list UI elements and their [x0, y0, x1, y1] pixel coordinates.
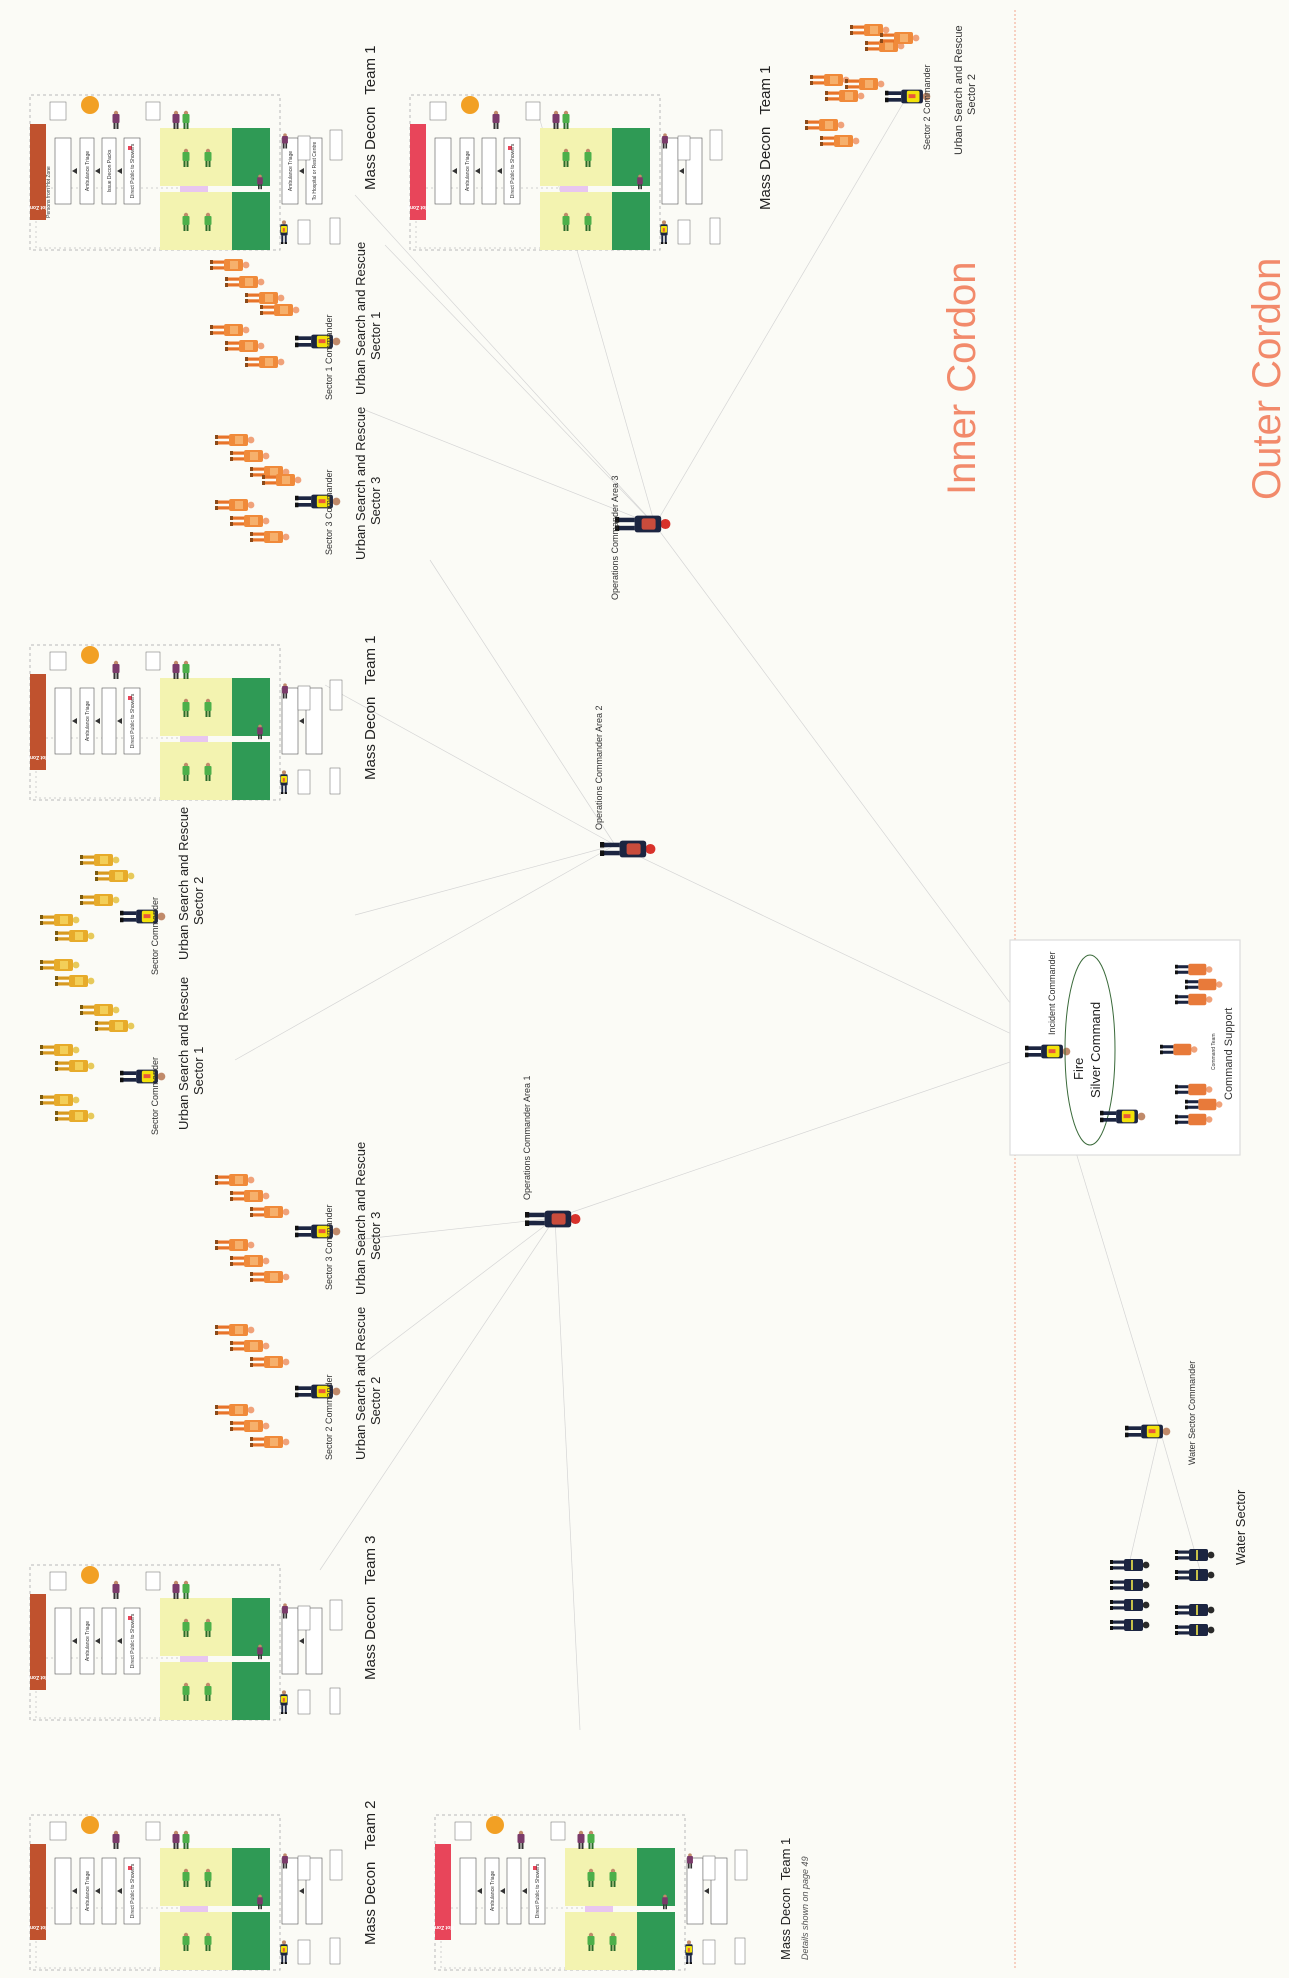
triage-label: Ambulance Triage: [85, 151, 91, 192]
mass-decon-unit-1: Persons from Hot Zone Ambulance Triage I…: [27, 95, 342, 250]
sector-commander-label: Sector Commander: [150, 897, 160, 975]
usar-sector-label: Sector 2: [966, 74, 978, 115]
direct-label: Direct Public to Showers: [535, 1863, 541, 1918]
direct-label: Direct Public to Showers: [510, 143, 516, 198]
usar-title: Urban Search and Rescue: [176, 807, 191, 960]
mass-decon-unit-1b: Ambulance Triage Direct Public to Shower…: [27, 645, 342, 800]
usar-title: Urban Search and Rescue: [953, 25, 965, 155]
water-sector: Water Sector Commander Water Sector: [1110, 1361, 1248, 1636]
silver-command-box: Incident Commander Fire Silver Command C…: [1009, 939, 1241, 1156]
decon-title-tr: Mass Decon Team 1: [757, 66, 774, 210]
operations-commander-area-3: Operations Commander Area 3: [610, 475, 671, 600]
clothes-label: Issue Decon Packs: [107, 149, 113, 192]
usar-sector-label: Sector 3: [368, 1212, 383, 1260]
mass-decon-unit-tr: Hot Zone Ambulance Triage Direct Public …: [407, 95, 722, 250]
operations-commander-area-2: Operations Commander Area 2: [594, 705, 656, 858]
water-commander-label: Water Sector Commander: [1187, 1361, 1197, 1465]
decon-title-1b: Mass Decon Team 1: [362, 636, 379, 780]
details-note: Details shown on page 49: [800, 1856, 810, 1960]
usar-title: Urban Search and Rescue: [176, 977, 191, 1130]
sector2-commander-label: Sector 2 Commander: [324, 1374, 334, 1460]
usar-sector-label: Sector 1: [368, 312, 383, 360]
hospital-label: To Hospital or Rest Centre: [312, 141, 318, 200]
usar-sector-label: Sector 2: [368, 1377, 383, 1425]
water-sector-label: Water Sector: [1233, 1489, 1248, 1565]
ops-area1-label: Operations Commander Area 1: [522, 1075, 532, 1200]
hot-zone-text: Hot Zone: [432, 1924, 454, 1930]
usar-sector-1-left: [40, 1004, 166, 1122]
usar-sector-label: Sector 3: [368, 477, 383, 525]
sector3-commander-label: Sector 3 Commander: [324, 469, 334, 555]
usar-sector-3-top: [215, 434, 341, 543]
triage-label: Ambulance Triage: [465, 151, 471, 192]
sector1-commander-label: Sector 1 Commander: [324, 314, 334, 400]
sector2-commander-label: Sector 2 Commander: [922, 64, 932, 150]
command-support-label: Command Support: [1223, 1008, 1235, 1100]
mass-decon-unit-2: Ambulance Triage Direct Public to Shower…: [27, 1815, 342, 1970]
persons-label: Persons from Hot Zone: [46, 166, 52, 218]
amb-triage-label: Ambulance Triage: [288, 151, 294, 192]
usar-title: Urban Search and Rescue: [353, 407, 368, 560]
fire-label: Fire: [1071, 1058, 1086, 1080]
sector-commander-label: Sector Commander: [150, 1057, 160, 1135]
decon-title-3: Mass Decon Team 3: [362, 1536, 379, 1680]
usar-title: Urban Search and Rescue: [353, 1307, 368, 1460]
usar-sector-2-left: [40, 854, 166, 987]
incident-commander-label: Incident Commander: [1047, 951, 1057, 1035]
direct-label: Direct Public to Showers: [130, 1613, 136, 1668]
triage-label: Ambulance Triage: [85, 701, 91, 742]
command-team-label: Command Team: [1211, 1033, 1217, 1070]
decon-title-2: Mass Decon Team 2: [362, 1801, 379, 1945]
command-links: [234, 99, 1201, 1731]
silver-command-label: Silver Command: [1088, 1002, 1103, 1098]
mass-decon-unit-3: Ambulance Triage Direct Public to Shower…: [27, 1565, 342, 1720]
triage-label: Ambulance Triage: [85, 1621, 91, 1662]
silver-command-ellipse: [1064, 954, 1116, 1146]
usar-sector-label: Sector 1: [191, 1047, 206, 1095]
ops-area2-label: Operations Commander Area 2: [594, 705, 604, 830]
usar-sector-1-top: [210, 259, 341, 368]
usar-sector-2-tr: [805, 24, 931, 147]
usar-title: Urban Search and Rescue: [353, 242, 368, 395]
usar-sector-3-mid: [215, 1174, 341, 1283]
triage-label: Ambulance Triage: [490, 1871, 496, 1912]
outer-cordon-label: Outer Cordon: [1245, 258, 1289, 500]
inner-cordon-label: Inner Cordon: [940, 262, 984, 495]
direct-label: Direct Public to Showers: [130, 143, 136, 198]
hot-zone-text: Hot Zone: [407, 204, 429, 210]
mass-decon-unit-detail: Hot Zone Ambulance Triage Direct Public …: [432, 1815, 747, 1970]
direct-label: Direct Public to Showers: [130, 693, 136, 748]
triage-label: Ambulance Triage: [85, 1871, 91, 1912]
decon-title-detail: Mass Decon Team 1: [778, 1838, 793, 1960]
direct-label: Direct Public to Showers: [130, 1863, 136, 1918]
ops-area3-label: Operations Commander Area 3: [610, 475, 620, 600]
usar-sector-2-mid: [215, 1324, 341, 1448]
decon-title-1: Mass Decon Team 1: [362, 46, 379, 190]
usar-sector-label: Sector 2: [191, 877, 206, 925]
usar-title: Urban Search and Rescue: [353, 1142, 368, 1295]
operations-commander-area-1: Operations Commander Area 1: [522, 1075, 581, 1228]
sector3-commander-label: Sector 3 Commander: [324, 1204, 334, 1290]
